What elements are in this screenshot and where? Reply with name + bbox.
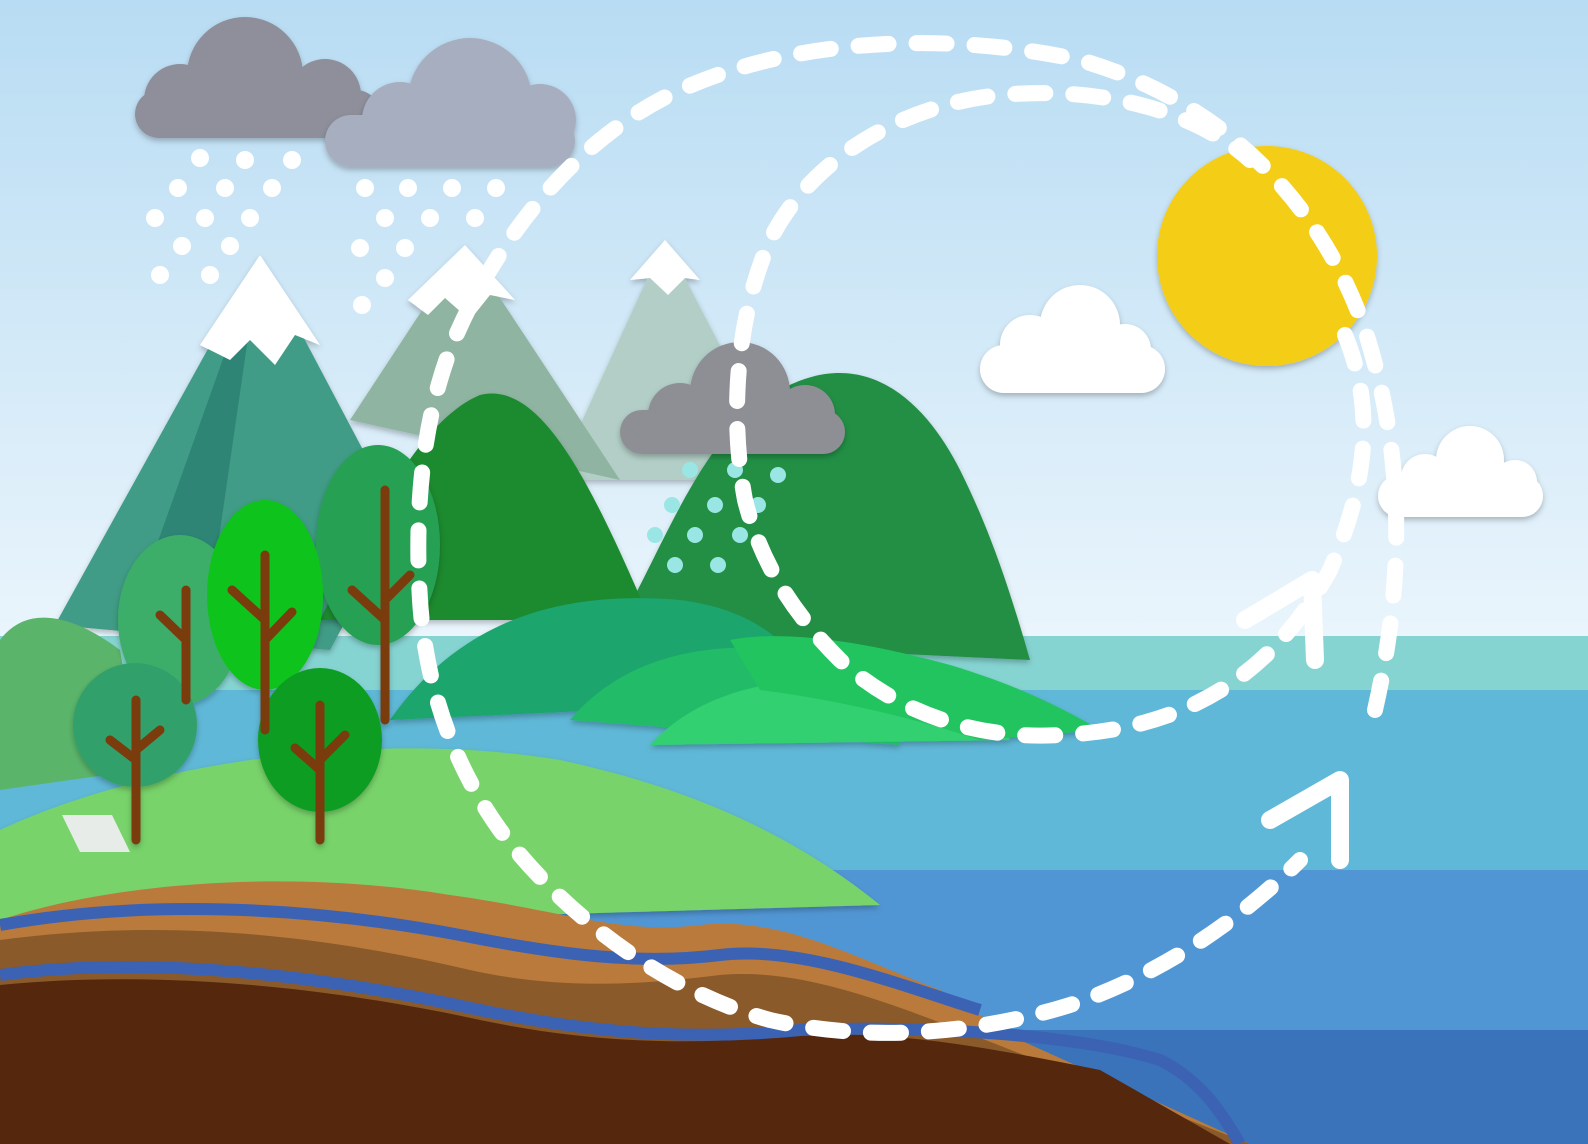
water-cycle-illustration: [0, 0, 1588, 1144]
